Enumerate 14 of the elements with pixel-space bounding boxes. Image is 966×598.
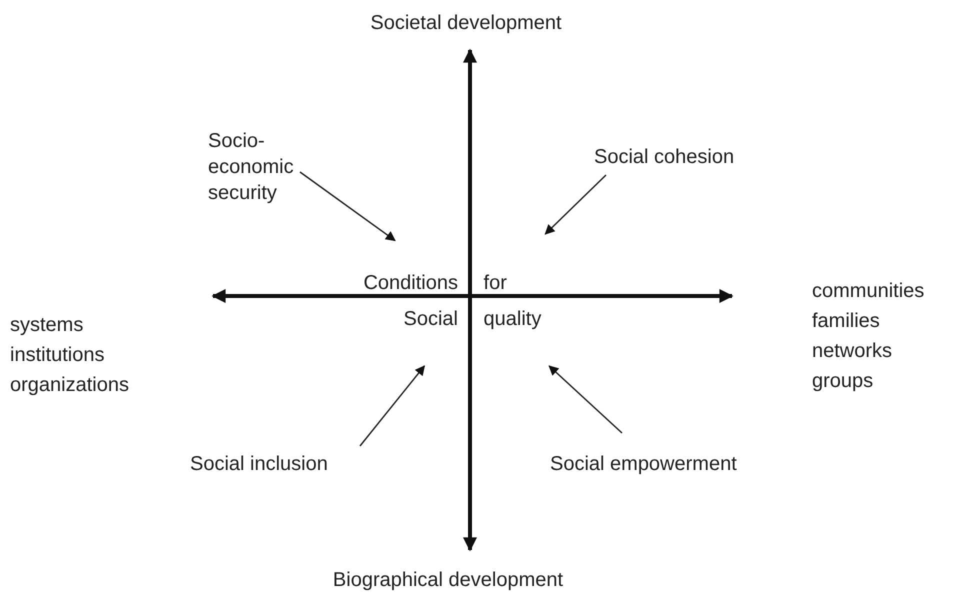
arrow — [544, 174, 606, 235]
concept-label: Social cohesion — [594, 145, 734, 170]
axis-label: Biographical development — [332, 568, 564, 593]
arrow — [300, 171, 396, 242]
concept-label: Socio-economic security — [208, 129, 294, 206]
concept-label: Social quality — [404, 307, 542, 332]
axis-label: systems institutions organizations — [10, 313, 129, 398]
concept-label: Conditions for — [363, 271, 507, 296]
concept-label: Social inclusion — [190, 452, 328, 477]
arrow — [359, 365, 425, 446]
axis-label: communities families networks groups — [812, 279, 924, 394]
axis-label: Societal development — [369, 11, 563, 36]
arrow — [548, 365, 622, 434]
concept-label: Social empowerment — [550, 452, 737, 477]
